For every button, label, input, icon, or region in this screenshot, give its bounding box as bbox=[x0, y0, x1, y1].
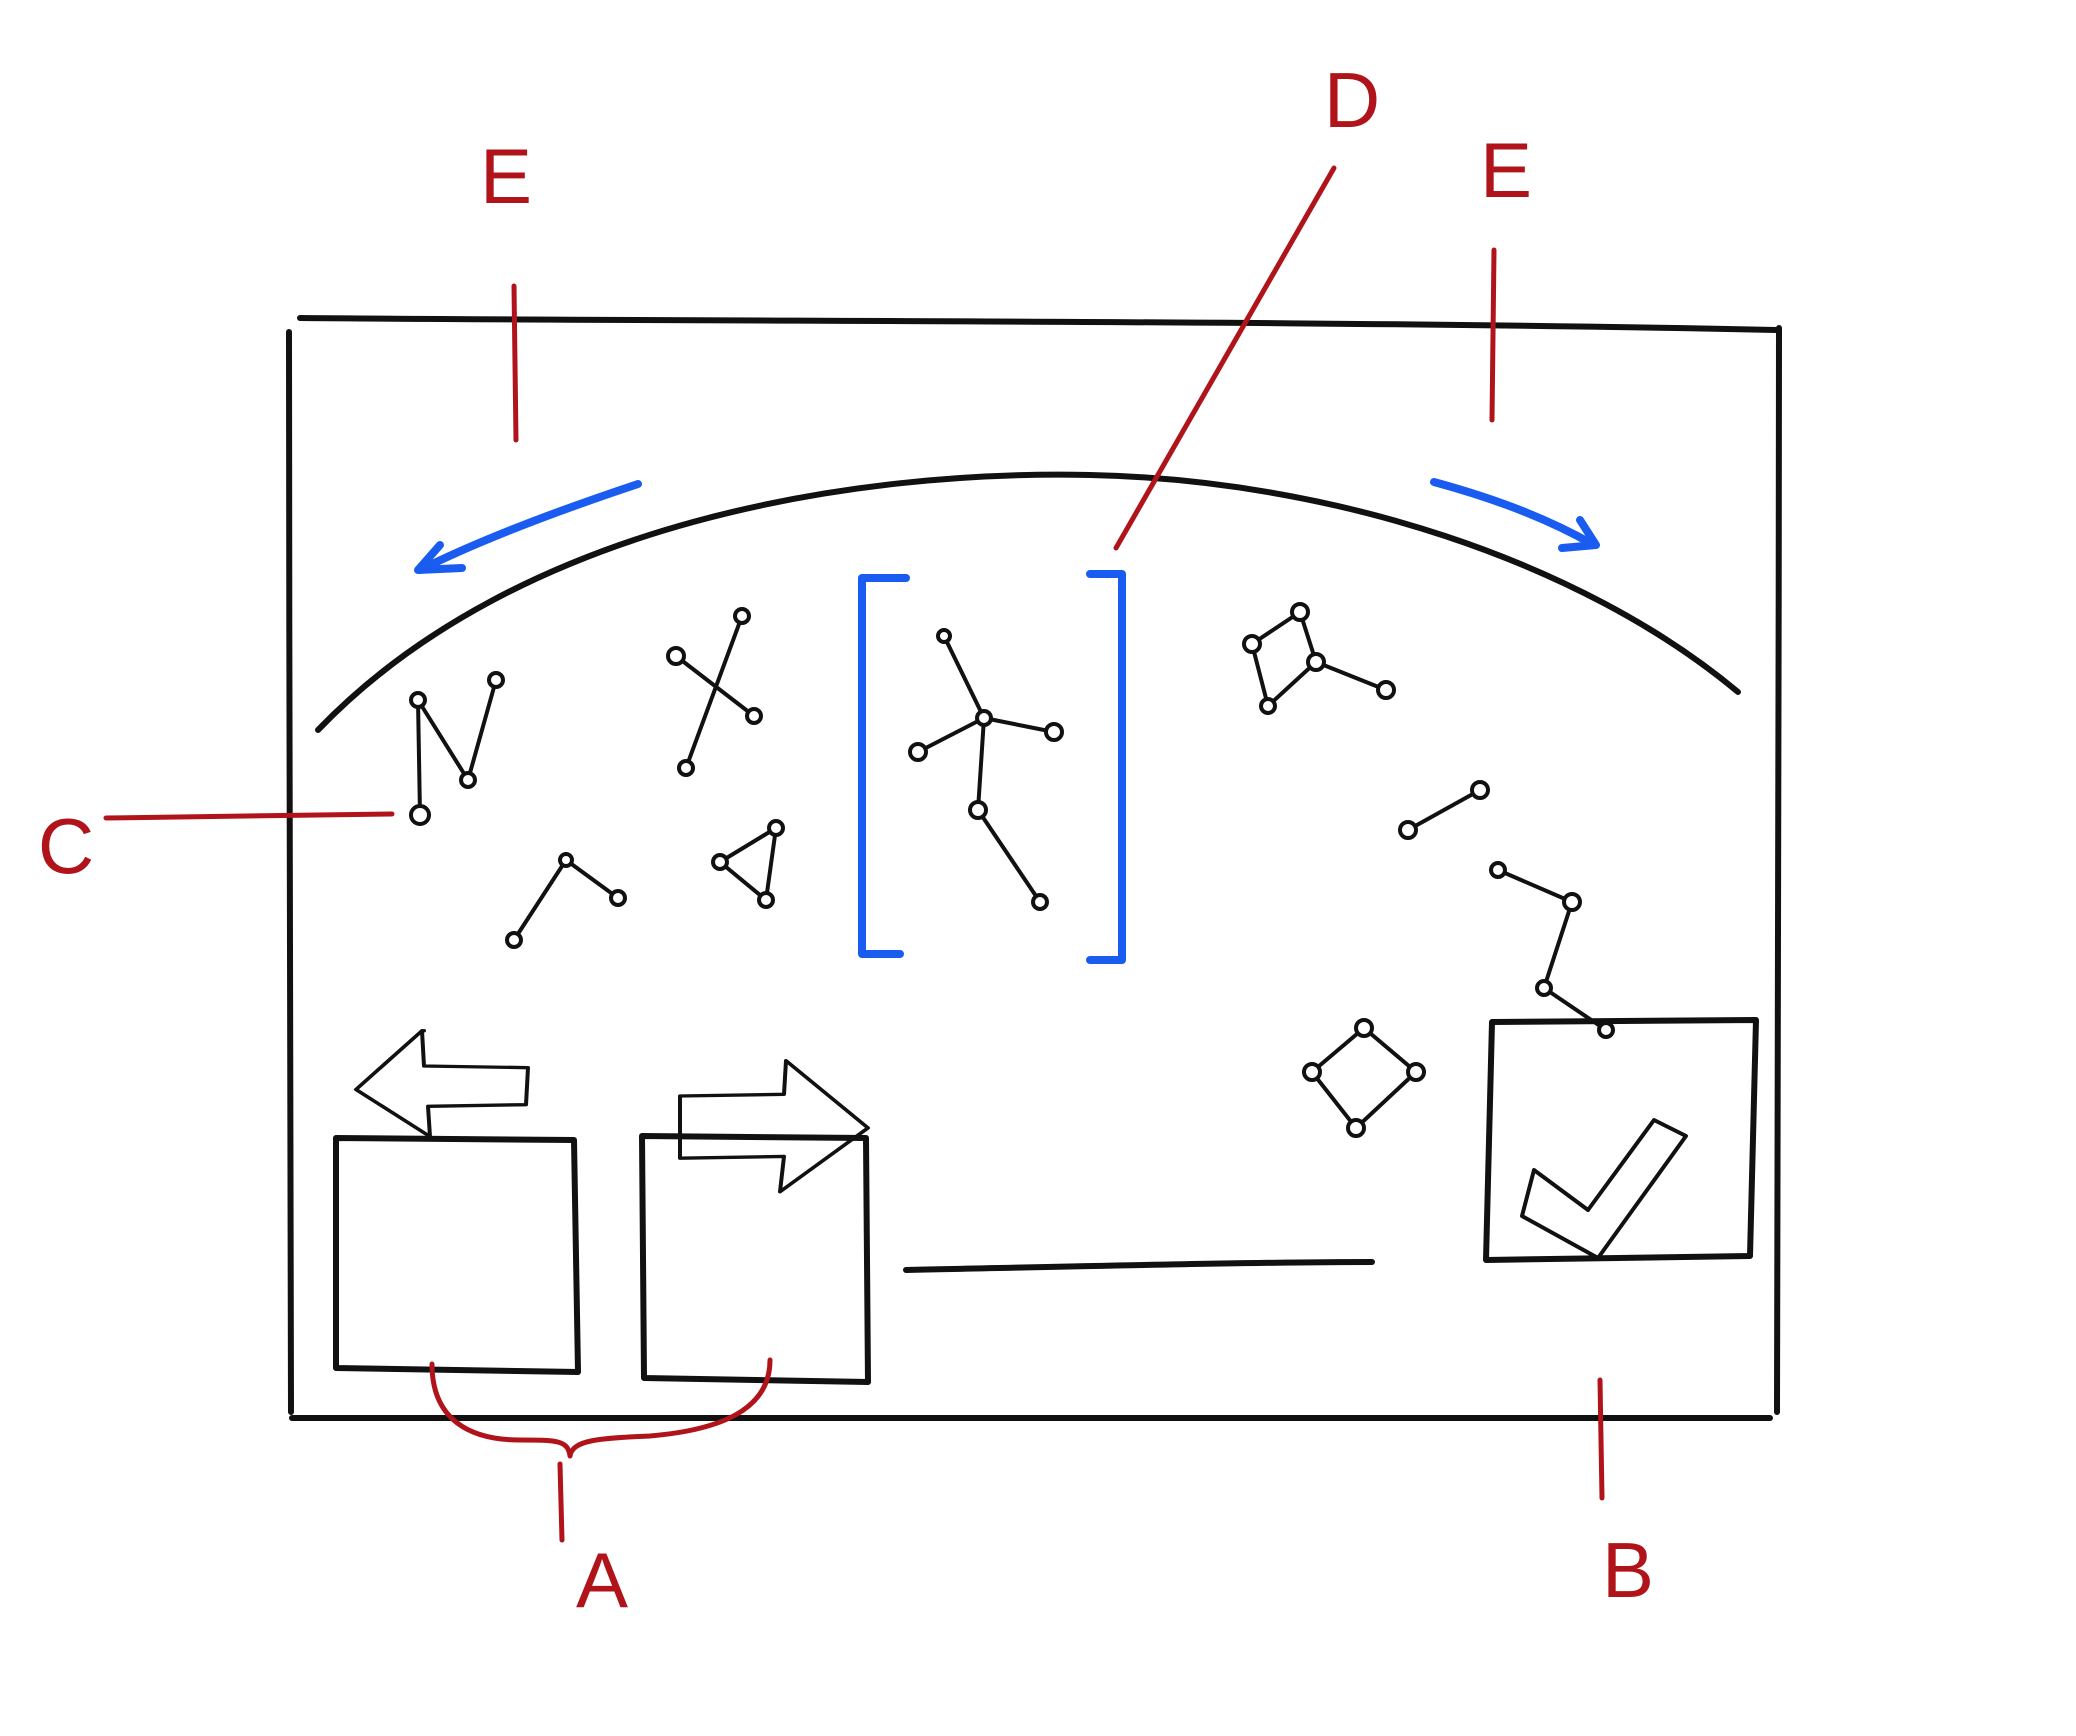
rotate-right-button[interactable] bbox=[1430, 478, 1600, 552]
star-node-c bbox=[409, 804, 431, 826]
constellation-x[interactable] bbox=[666, 607, 763, 777]
constellation-hook[interactable] bbox=[505, 852, 627, 949]
curved-arrow-right-icon bbox=[1430, 478, 1600, 552]
annotation-label-d: D bbox=[1323, 56, 1381, 144]
annotation-lines bbox=[103, 165, 1605, 1543]
confirm-button[interactable] bbox=[1483, 1017, 1759, 1263]
annotation-label-c: C bbox=[37, 802, 95, 890]
constellation-triangle[interactable] bbox=[711, 819, 785, 909]
constellation-kite[interactable] bbox=[1242, 602, 1396, 715]
prev-button[interactable] bbox=[333, 1029, 581, 1375]
constellation-n[interactable] bbox=[409, 671, 505, 826]
annotation-label-e-left: E bbox=[479, 132, 533, 220]
selection-bracket bbox=[858, 570, 1126, 964]
arrow-left-icon bbox=[354, 1029, 530, 1139]
rotate-left-button[interactable] bbox=[414, 480, 642, 574]
annotation-label-a: A bbox=[575, 1536, 629, 1624]
curved-arrow-left-icon bbox=[414, 480, 642, 574]
checkmark-icon bbox=[1520, 1118, 1688, 1260]
next-button[interactable] bbox=[639, 1059, 871, 1385]
constellation-pair[interactable] bbox=[1398, 780, 1490, 840]
annotation-label-e-right: E bbox=[1479, 126, 1533, 214]
constellation-zigzag[interactable] bbox=[1489, 861, 1615, 1039]
screen-frame bbox=[286, 315, 1782, 1421]
arrow-right-icon bbox=[678, 1059, 870, 1194]
progress-track bbox=[903, 1259, 1375, 1273]
constellation-selected-figure[interactable] bbox=[908, 628, 1064, 911]
sky-dome-arc bbox=[315, 471, 1741, 733]
annotation-label-b: B bbox=[1601, 1526, 1655, 1614]
constellation-diamond[interactable] bbox=[1302, 1018, 1426, 1138]
